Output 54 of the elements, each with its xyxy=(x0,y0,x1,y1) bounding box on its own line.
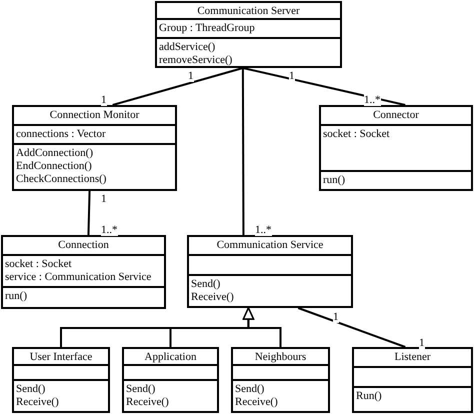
association-line xyxy=(242,68,244,235)
member-text: EndConnection() xyxy=(16,160,93,173)
multiplicity-label: 1 xyxy=(101,94,106,106)
class-box xyxy=(187,235,353,308)
class-name: Connector xyxy=(372,108,420,123)
class-box xyxy=(12,105,177,191)
member-text: Send() xyxy=(235,383,266,396)
multiplicity-label: 1 xyxy=(419,337,424,349)
class-box xyxy=(122,347,219,413)
multiplicity-label: 1..* xyxy=(101,224,118,236)
class-name: Communication Server xyxy=(196,4,301,18)
association-line xyxy=(298,307,406,348)
multiplicity-label: 1 xyxy=(333,311,338,323)
member-text: addService() xyxy=(159,41,216,54)
class-name: Communication Service xyxy=(216,238,324,253)
class-name: Application xyxy=(144,350,198,364)
association-line xyxy=(242,67,406,106)
member-text: Receive() xyxy=(16,396,60,409)
member-text: connections : Vector xyxy=(16,128,107,141)
association-line xyxy=(112,67,244,106)
class-name: User Interface xyxy=(28,350,94,364)
multiplicity-label: 1..* xyxy=(364,94,380,106)
class-name: Neighbours xyxy=(254,350,308,364)
class-name: Listener xyxy=(393,350,432,365)
member-text: Send() xyxy=(191,278,222,291)
multiplicity-label: 1 xyxy=(101,193,106,205)
member-text: removeService() xyxy=(159,54,234,67)
class-box xyxy=(12,347,110,413)
member-text: service : Communication Service xyxy=(5,271,152,284)
generalization-arrow xyxy=(242,307,282,347)
member-text: socket : Socket xyxy=(5,258,73,271)
class-box xyxy=(155,1,342,68)
member-text: Receive() xyxy=(191,291,235,304)
member-text: Send() xyxy=(126,383,156,396)
class-box xyxy=(231,347,330,413)
class-box xyxy=(352,347,473,413)
member-text: run() xyxy=(323,174,346,187)
association-line xyxy=(87,190,91,236)
multiplicity-label: 1 xyxy=(289,70,294,82)
member-text: Receive() xyxy=(126,396,170,409)
member-text: Run() xyxy=(356,390,383,403)
class-name: Connection xyxy=(57,238,110,253)
member-text: CheckConnections() xyxy=(16,173,108,186)
member-text: Group : ThreadGroup xyxy=(159,22,256,35)
member-text: Receive() xyxy=(235,396,279,409)
class-box xyxy=(319,105,473,191)
class-name: Connection Monitor xyxy=(48,108,140,123)
member-text: Send() xyxy=(16,383,46,396)
member-text: AddConnection() xyxy=(16,147,94,160)
member-text: run() xyxy=(5,290,28,303)
multiplicity-label: 1..* xyxy=(255,224,272,236)
multiplicity-label: 1 xyxy=(188,70,194,82)
member-text: socket : Socket xyxy=(323,128,391,141)
class-box xyxy=(1,235,166,309)
